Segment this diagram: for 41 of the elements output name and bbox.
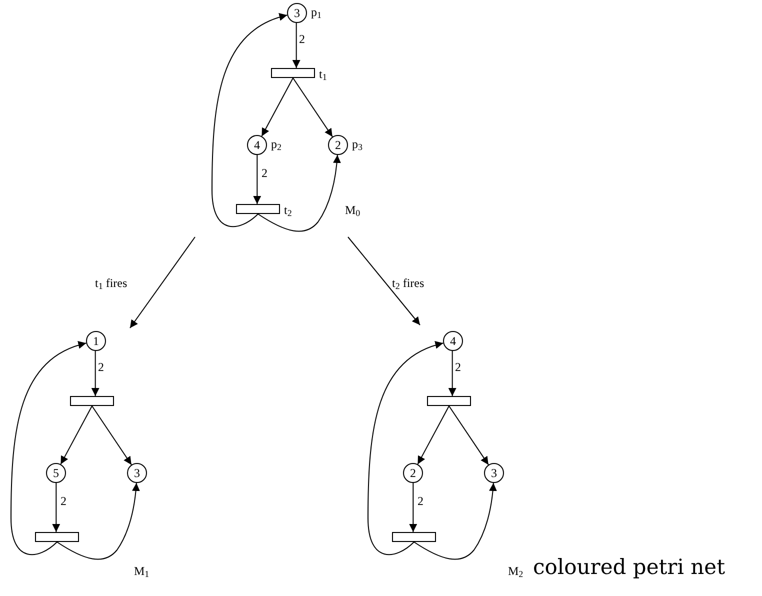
marking-label: M$_{0}$: [345, 203, 360, 217]
transition-bar: [427, 396, 471, 406]
arc-weight: 2: [454, 360, 462, 374]
arc-arrow: [258, 154, 341, 232]
arc-arrow: [414, 482, 497, 560]
caption: coloured petri net: [533, 554, 726, 580]
arc-arrow: [52, 482, 60, 532]
marking-label: t$_{2}$ fires: [392, 276, 424, 290]
arc-weight: 2: [298, 32, 306, 46]
arc-arrow: [253, 154, 262, 204]
arc-arrow: [417, 406, 450, 465]
marking-label: t$_{1}$ fires: [95, 276, 128, 290]
arc-arrow: [292, 22, 300, 68]
marking-label: M$_{2}$: [508, 564, 524, 578]
transition-label: t$_{1}$: [319, 67, 327, 81]
transition-label: t$_{2}$: [284, 203, 292, 217]
arc-arrow: [60, 406, 92, 465]
arc-arrow: [92, 406, 132, 466]
arc-weight: 2: [97, 360, 105, 374]
arc-arrow: [56, 482, 140, 560]
arc-weight: 2: [60, 494, 68, 508]
transition-bar: [236, 204, 280, 214]
arc-arrow: [409, 482, 418, 532]
arc-arrow: [448, 406, 489, 466]
place-label: p$_{2}$: [271, 137, 282, 151]
place-label: p$_{1}$: [311, 5, 322, 19]
arc-arrow: [212, 14, 288, 228]
transition-bar: [392, 532, 436, 542]
marking-label: M$_{1}$: [134, 564, 150, 578]
place-label: p$_{3}$: [352, 137, 362, 151]
arc-arrow: [91, 350, 100, 396]
arc-arrow: [368, 342, 444, 556]
transition-bar: [35, 532, 79, 542]
arc-weight: 2: [260, 166, 268, 180]
arc-arrow: [448, 350, 456, 396]
transition-bar: [70, 396, 114, 406]
transition-bar: [271, 68, 315, 78]
arc-arrow: [10, 342, 87, 556]
arc-arrow: [292, 78, 333, 138]
arc-arrow: [261, 78, 294, 137]
arc-weight: 2: [416, 494, 424, 508]
